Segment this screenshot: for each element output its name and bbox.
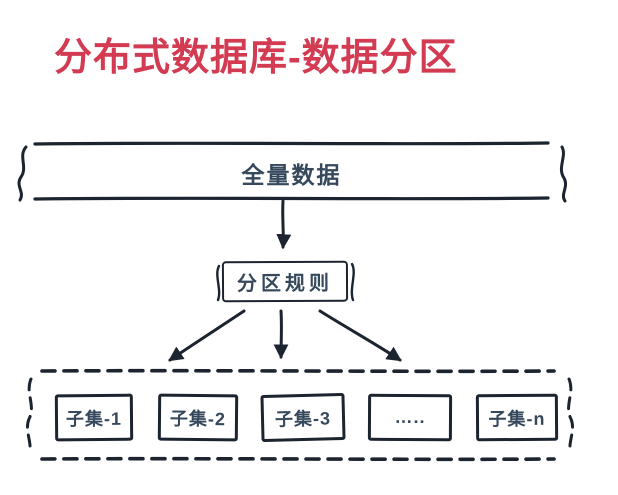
subset-box-2: 子集-2 [157,393,239,442]
band-right-squiggle-icon [559,145,568,203]
subset-box-1: 子集-1 [54,393,134,442]
subsets-dashed-container [25,368,575,462]
container-right-squiggle-icon [567,377,575,455]
rule-to-subset-arrows [168,309,402,362]
arrow-full-to-rule-icon [276,199,292,250]
subset-label-3: 子集-3 [274,407,332,430]
subset-label-n: 子集-n [488,408,546,429]
subset-box-ellipsis: ….. [367,393,453,442]
full-data-label: 全量数据 [241,162,342,188]
page-title: 分布式数据库-数据分区 [54,37,458,80]
rule-box-right-curl-icon [350,262,355,302]
band-left-squiggle-icon [17,145,28,202]
container-left-squiggle-icon [25,377,33,455]
subset-box-3: 子集-3 [260,392,346,443]
partition-rule-box: 分区规则 [221,260,349,303]
arrow-rule-to-subset-right-icon [318,309,402,362]
subset-label-2: 子集-2 [169,408,227,429]
subset-label-ellipsis: ….. [394,406,426,428]
subset-box-n: 子集-n [475,393,559,442]
rule-box-left-curl-icon [216,264,221,302]
subset-label-1: 子集-1 [65,408,123,429]
full-data-band [17,141,568,203]
partition-rule-label: 分区规则 [236,272,334,296]
arrow-rule-to-subset-left-icon [168,309,246,362]
